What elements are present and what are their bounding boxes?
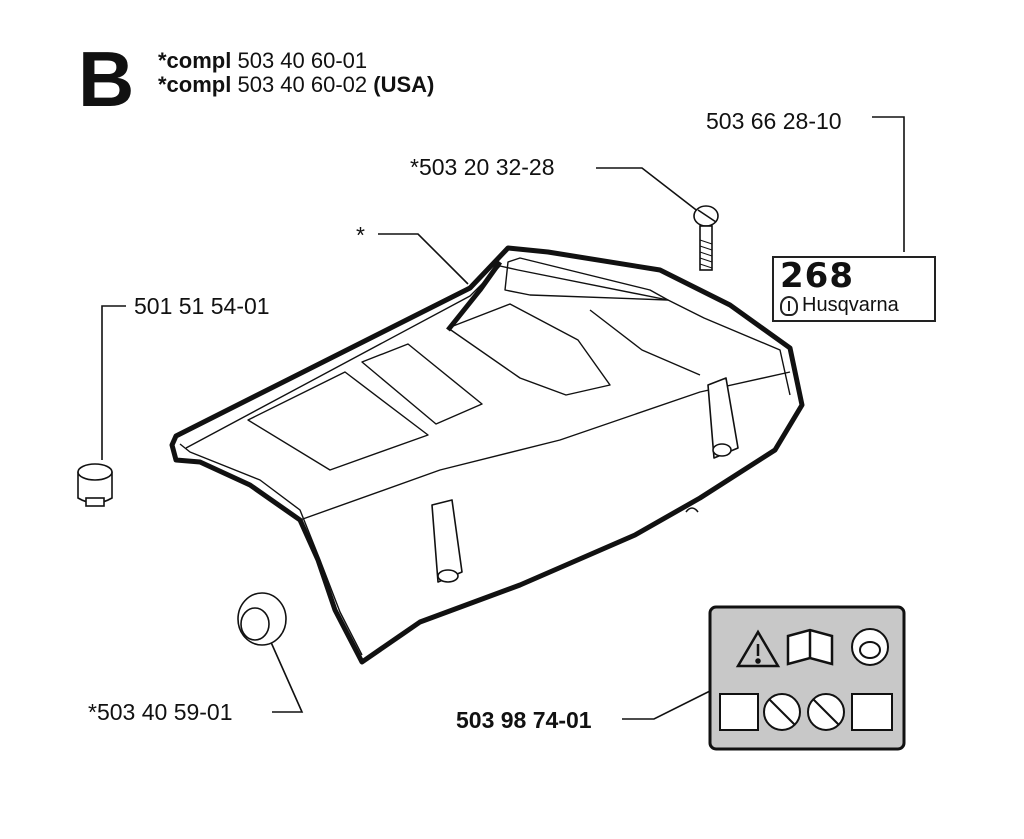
two-hands-icon <box>851 693 893 731</box>
cylinder-cover <box>169 245 805 665</box>
compl-line-2: *compl 503 40 60-02 (USA) <box>158 73 434 97</box>
label-plug-part: 501 51 54-01 <box>134 293 270 319</box>
leader-warning-decal <box>622 687 717 720</box>
label-screw-part: *503 20 32-28 <box>410 154 555 180</box>
kickback-icon <box>719 693 759 731</box>
leader-cover <box>378 233 469 285</box>
husqvarna-logo-icon <box>780 295 798 316</box>
ear-protection-icon <box>851 628 889 666</box>
model-decal: 268 Husqvarna <box>772 256 936 322</box>
leader-lines <box>101 116 905 720</box>
compl-prefix: *compl <box>158 72 232 97</box>
leader-grommet <box>269 639 304 713</box>
leader-decal-268 <box>872 116 905 252</box>
warning-triangle-icon <box>735 629 781 668</box>
leader-screw <box>596 167 705 217</box>
plug-part <box>77 463 113 507</box>
warning-decal <box>708 605 906 751</box>
compl-block: *compl 503 40 60-01 *compl 503 40 60-02 … <box>158 49 434 97</box>
brand-row: Husqvarna <box>780 294 899 317</box>
model-number: 268 <box>780 256 854 296</box>
label-grommet-part: *503 40 59-01 <box>88 699 233 725</box>
leader-plug <box>101 305 126 460</box>
label-cover-marker: * <box>356 222 365 248</box>
screw-part <box>693 205 719 271</box>
compl-line-1: *compl 503 40 60-01 <box>158 49 434 73</box>
pictogram-row <box>719 693 893 731</box>
compl-number: 503 40 60-01 <box>237 48 368 73</box>
compl-prefix: *compl <box>158 48 232 73</box>
brand-name: Husqvarna <box>802 294 899 316</box>
manual-book-icon <box>786 628 834 666</box>
compl-suffix: (USA) <box>373 72 435 97</box>
section-letter: B <box>78 35 135 123</box>
label-decal-268-part: 503 66 28-10 <box>706 108 842 134</box>
compl-number: 503 40 60-02 <box>237 72 368 97</box>
grommet-part <box>237 592 287 646</box>
label-warning-decal-part: 503 98 74-01 <box>456 707 592 733</box>
